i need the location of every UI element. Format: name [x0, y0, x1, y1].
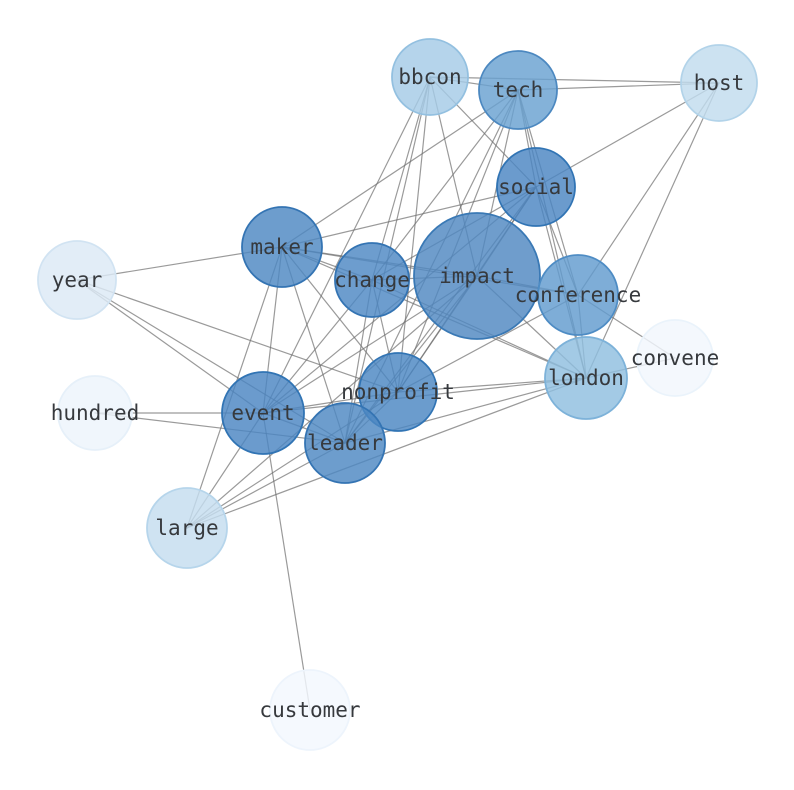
node-hundred[interactable]	[57, 375, 133, 451]
node-convene[interactable]	[636, 319, 714, 397]
node-conference[interactable]	[537, 254, 619, 336]
node-bbcon[interactable]	[391, 38, 469, 116]
edge-tech-change	[371, 89, 519, 281]
node-tech[interactable]	[478, 50, 558, 130]
node-social[interactable]	[496, 147, 576, 227]
edge-hundred-leader	[94, 412, 346, 444]
node-maker[interactable]	[241, 206, 323, 288]
edge-event-customer	[262, 412, 311, 711]
node-host[interactable]	[680, 44, 758, 122]
node-impact[interactable]	[413, 212, 541, 340]
edge-host-london	[585, 82, 720, 379]
node-event[interactable]	[221, 371, 305, 455]
node-large[interactable]	[146, 487, 228, 569]
edge-year-nonprofit	[76, 279, 399, 393]
edge-london-large	[186, 377, 587, 529]
edge-bbcon-event	[262, 76, 431, 414]
nodes-layer	[37, 38, 758, 751]
node-change[interactable]	[334, 242, 410, 318]
node-leader[interactable]	[304, 402, 386, 484]
node-london[interactable]	[544, 336, 628, 420]
edge-tech-maker	[281, 89, 519, 248]
edge-host-conference	[577, 82, 720, 296]
edge-bbcon-nonprofit	[397, 76, 431, 393]
edge-bbcon-host	[429, 76, 720, 84]
node-year[interactable]	[37, 240, 117, 320]
edge-social-maker	[281, 186, 537, 248]
node-nonprofit[interactable]	[358, 352, 438, 432]
node-customer[interactable]	[269, 669, 351, 751]
